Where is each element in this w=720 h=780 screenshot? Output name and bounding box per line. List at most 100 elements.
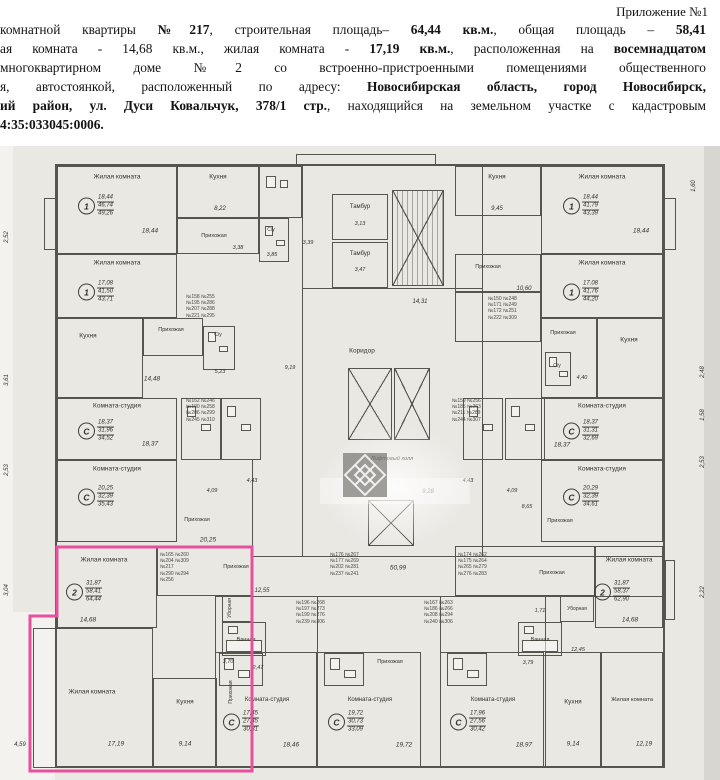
header-text-segment: , строительная площадь– xyxy=(209,22,411,37)
area-value: 58,41 xyxy=(84,587,103,595)
stairs-hatch xyxy=(392,190,444,286)
area-value: 30,73 xyxy=(346,717,365,725)
area-value: 18,44 xyxy=(97,194,114,201)
apartment-number-line: №244 №307 xyxy=(452,416,481,423)
plan-label: 1,71 xyxy=(534,608,546,614)
room-hall xyxy=(455,254,541,292)
plumbing-fixture xyxy=(276,240,285,246)
area-value: 19,72 xyxy=(347,710,364,717)
plan-label: Кухня xyxy=(176,698,194,706)
plan-label: Тамбур xyxy=(349,204,371,210)
area-value: 31,96 xyxy=(96,426,115,434)
room-bathroom xyxy=(259,218,289,262)
wall-line xyxy=(317,596,318,652)
plan-label: Комната-студия xyxy=(244,697,290,703)
room-living xyxy=(541,254,663,318)
scan-edge-shadow xyxy=(704,146,720,780)
room-kitchen xyxy=(177,166,259,218)
header-line: многоквартирном доме №2 со встроенно-при… xyxy=(0,58,712,77)
plumbing-fixture xyxy=(208,332,216,342)
plan-label: Прихожая xyxy=(184,517,210,523)
apartment-number-line: №207 №288 xyxy=(186,306,215,313)
room-living xyxy=(57,166,177,254)
header-text-segment: , общая площадь – xyxy=(493,22,676,37)
apartment-number-line: №276 №283 xyxy=(458,570,487,577)
header-text-segment: 17,19 кв.м. xyxy=(369,41,451,56)
plan-label: 14,68 xyxy=(79,616,97,624)
plan-label: 8,65 xyxy=(521,504,533,510)
header-line: 4:35:033045:0006. xyxy=(0,115,712,134)
plan-label: Комната-студия xyxy=(347,697,393,703)
apartment-number-line: №162 №246 xyxy=(186,398,215,404)
apartment-number-line: №172 №251 xyxy=(488,308,517,315)
plan-label: 20,25 xyxy=(199,536,217,544)
plan-label: 18,44 xyxy=(141,227,159,235)
plan-label: Жилая комната xyxy=(605,556,653,564)
room-aux xyxy=(259,166,302,218)
plumbing-fixture xyxy=(559,371,568,377)
apartment-type: С xyxy=(449,713,467,731)
plan-label: 2,53 xyxy=(700,456,706,468)
plan-label: 3,61 xyxy=(4,374,10,386)
plan-label: Коридор xyxy=(349,347,375,355)
plan-label: 12,45 xyxy=(571,647,585,653)
plan-label: 4,59 xyxy=(14,742,26,748)
apartment-number-line: №177 №269 xyxy=(330,558,359,565)
header-text-segment: , находящийся на земельном участке с кад… xyxy=(327,98,706,113)
plan-label: Жилая комната xyxy=(93,173,141,181)
balcony xyxy=(664,198,676,250)
plumbing-fixture xyxy=(524,626,534,634)
plan-label: 14,68 xyxy=(621,616,639,624)
plan-label: 9,28 xyxy=(422,489,434,495)
room-hall xyxy=(541,318,597,398)
apartment-number-line: №222 №309 xyxy=(488,314,517,321)
plan-label: С/у xyxy=(267,227,275,233)
area-value: 31,31 xyxy=(581,426,600,434)
plan-label: 2,52 xyxy=(4,231,10,243)
plan-label: 14,48 xyxy=(143,375,161,383)
apartment-type: 2 xyxy=(65,583,83,601)
apartment-number-line: №202 №281 xyxy=(330,564,359,571)
apartment-type: С xyxy=(327,713,345,731)
area-value: 35,43 xyxy=(96,500,115,508)
plan-label: 18,97 xyxy=(515,741,533,749)
apartment-number-line: №199 №276 xyxy=(296,612,325,619)
plan-label: 1,60 xyxy=(691,180,697,192)
elevator-shaft xyxy=(348,368,392,440)
header-text-segment: 58,41 xyxy=(675,22,706,37)
room-tambour xyxy=(332,194,388,240)
plan-label: Кухня xyxy=(79,332,97,340)
apartment-number-line: №176 №267 xyxy=(330,552,359,558)
plan-label: 3,38 xyxy=(232,245,244,251)
elevator-shaft xyxy=(368,500,414,546)
plumbing-fixture xyxy=(187,406,196,417)
plan-label: Прихожая xyxy=(475,264,501,270)
apartment-number-line: №150 №248 xyxy=(488,296,517,302)
apartment-number-line: №221 №295 xyxy=(186,312,215,319)
room-hall xyxy=(177,218,259,254)
apartment-number-line: №208 №294 xyxy=(424,612,453,619)
plumbing-fixture xyxy=(467,670,479,678)
plan-label: 3,13 xyxy=(354,221,366,227)
room-studio xyxy=(57,398,177,460)
apartment-number-line: №240 №306 xyxy=(424,618,453,625)
plan-label: Лифтовый холл xyxy=(370,456,414,462)
room-kitchen xyxy=(545,652,601,768)
area-value: 17,45 xyxy=(242,710,259,717)
page-margin-left xyxy=(0,146,13,780)
area-value: 58,37 xyxy=(612,587,631,595)
room-bathroom xyxy=(505,398,545,460)
header-text-segment: Новосибирская область, город Новосибирск… xyxy=(366,79,706,94)
header-text-segment: я, автостоянкой, расположенный по адресу… xyxy=(0,79,367,94)
room-bathroom xyxy=(545,352,571,386)
plumbing-fixture xyxy=(238,670,250,678)
